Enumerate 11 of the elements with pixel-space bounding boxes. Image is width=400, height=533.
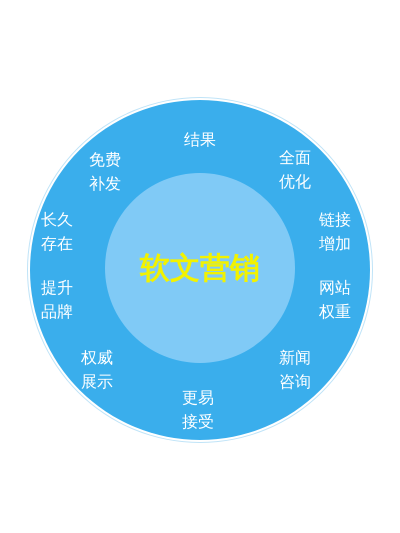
feature-label: 免费补发 [89,149,121,195]
feature-label: 权威展示 [81,347,113,393]
feature-label: 结果 [184,129,216,151]
feature-label: 更易接受 [182,387,214,433]
feature-label: 全面优化 [279,147,311,193]
feature-label: 网站权重 [319,277,351,323]
feature-label: 链接增加 [319,209,351,255]
feature-label: 提升品牌 [41,277,73,323]
feature-label: 长久存在 [41,209,73,255]
feature-label: 新闻咨询 [279,347,311,393]
center-title: 软文营销 [140,250,260,288]
